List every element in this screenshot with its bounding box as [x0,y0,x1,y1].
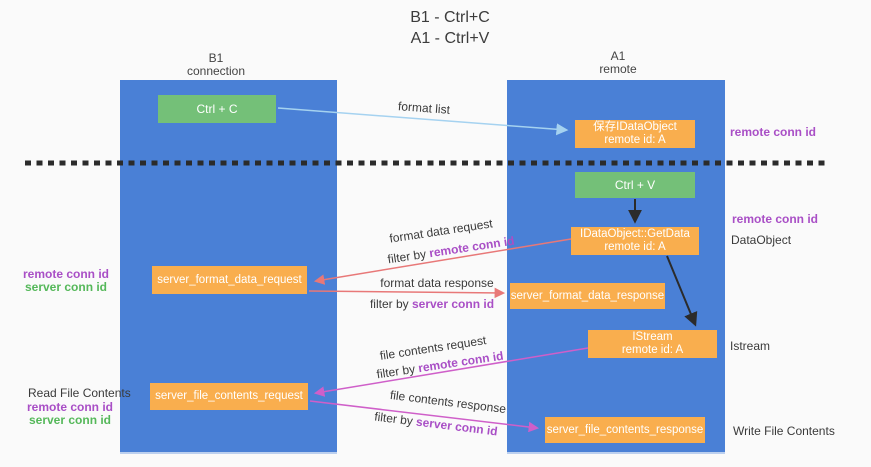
title-line-2: A1 - Ctrl+V [410,30,490,47]
filter-by-text: filter by [369,297,412,311]
dataobject-label: DataObject [731,233,792,247]
server-format-data-request-label: server_format_data_request [157,273,302,286]
left-server-conn-id-bottom-label: server conn id [28,413,112,427]
server-conn-id-text: server conn id [411,297,495,311]
getdata-line1: IDataObject::GetData [580,228,690,240]
read-file-contents-label: Read File Contents [28,386,131,400]
title-line-1: B1 - Ctrl+C [410,9,490,26]
filter-by-text: filter by [386,246,431,267]
right-column-header: A1 remote [558,50,678,76]
save-dataobject-line2: remote id: A [604,134,666,146]
format-data-response-filter-label: filter by server conn id [370,297,494,311]
write-file-contents-label: Write File Contents [733,424,835,438]
left-column-name: B1 [208,51,224,65]
save-dataobject-line1: 保存IDataObject [593,121,677,133]
istream-side-label: Istream [730,339,771,353]
left-server-conn-id-top-label: server conn id [24,280,108,294]
right-column-name: A1 [610,49,626,63]
server-file-contents-response-box: server_file_contents_response [545,417,705,443]
save-dataobject-box: 保存IDataObject remote id: A [575,120,695,148]
server-format-data-request-box: server_format_data_request [152,266,307,294]
left-conn-id-pair-bottom: remote conn id server conn id [24,401,116,427]
istream-line1: IStream [632,331,673,343]
left-column-role: connection [186,64,246,78]
right-column-role: remote [599,62,637,76]
ctrl-c-box: Ctrl + C [158,95,276,123]
istream-box: IStream remote id: A [588,330,717,358]
right-remote-conn-id-top-label: remote conn id [730,125,817,139]
ctrl-v-label: Ctrl + V [614,178,656,192]
ctrl-c-label: Ctrl + C [196,102,238,116]
server-file-contents-request-label: server_file_contents_request [155,390,303,402]
getdata-box: IDataObject::GetData remote id: A [571,227,699,255]
ctrl-v-box: Ctrl + V [575,172,695,198]
left-column-header: B1 connection [156,52,276,78]
file-contents-response-filter-label: filter by server conn id [374,409,499,438]
diagram-title: B1 - Ctrl+C A1 - Ctrl+V [330,7,570,49]
server-file-contents-request-box: server_file_contents_request [150,383,308,410]
server-file-contents-response-label: server_file_contents_response [546,423,704,436]
server-format-data-response-label: server_format_data_response [510,289,665,302]
format-list-label: format list [397,99,451,117]
left-remote-conn-id-bottom-label: remote conn id [26,400,113,414]
left-conn-id-pair-top: remote conn id server conn id [20,268,112,294]
server-conn-id-text: server conn id [415,414,499,439]
format-data-response-label: format data response [380,276,494,290]
istream-line2: remote id: A [621,344,684,356]
file-contents-response-label: file contents response [389,387,507,417]
filter-by-text: filter by [373,409,417,429]
format-data-response-arrow [308,287,506,299]
right-remote-conn-id-mid-label: remote conn id [732,212,819,226]
server-format-data-response-box: server_format_data_response [510,283,665,309]
left-remote-conn-id-top-label: remote conn id [22,267,109,281]
getdata-line2: remote id: A [604,241,666,253]
filter-by-text: filter by [375,361,420,382]
